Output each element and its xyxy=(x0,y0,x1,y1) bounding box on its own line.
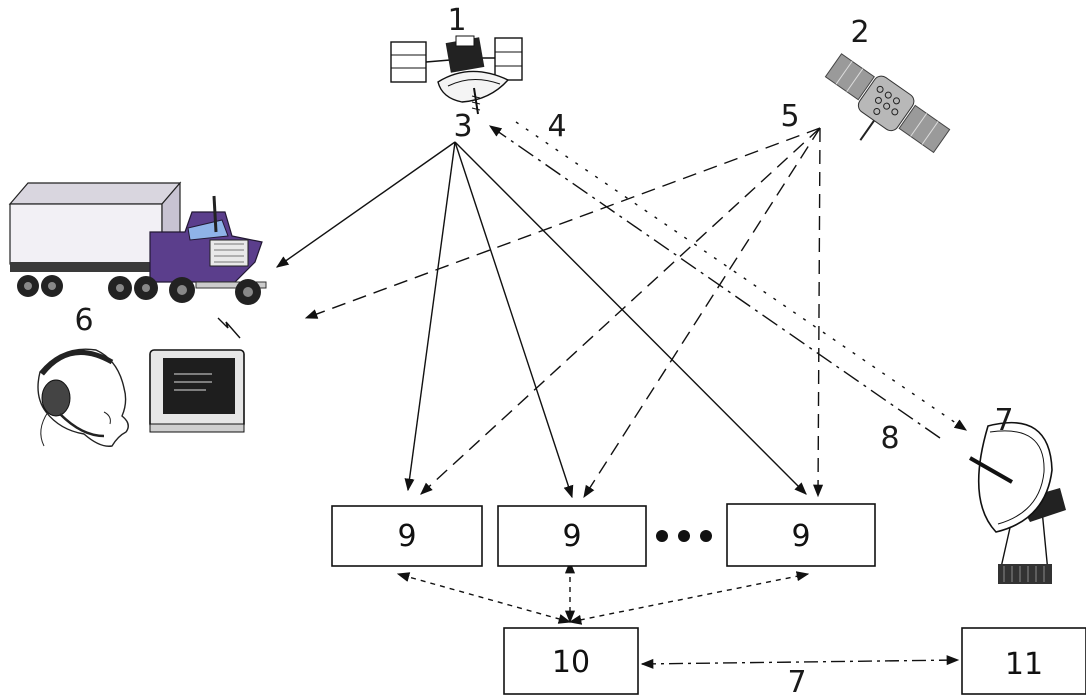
station-label: 9 xyxy=(791,519,810,554)
label-satellite-1: 1 xyxy=(447,3,466,38)
label-signal-5: 5 xyxy=(780,99,799,134)
satellite-1-icon xyxy=(390,35,523,115)
control-center-box: 10 xyxy=(503,627,639,695)
truck-icon xyxy=(8,181,267,305)
control-center-label: 10 xyxy=(552,645,590,680)
station-label: 9 xyxy=(562,519,581,554)
reference-station-1: 9 xyxy=(331,505,483,567)
wireless-signal-icon xyxy=(217,317,241,339)
label-satellite-2: 2 xyxy=(850,15,869,50)
computer-monitor-icon xyxy=(149,349,245,433)
reference-station-3: 9 xyxy=(726,503,876,567)
label-signal-4: 4 xyxy=(547,109,566,144)
signal-lines xyxy=(275,121,968,669)
station-label: 9 xyxy=(397,519,416,554)
reference-station-2: 9 xyxy=(497,505,647,567)
ellipsis-dots xyxy=(656,530,712,542)
label-antenna-7: 7 xyxy=(994,403,1013,438)
label-link-8: 8 xyxy=(880,421,899,456)
label-vehicle-6: 6 xyxy=(74,303,93,338)
dish-antenna-icon xyxy=(969,421,1066,584)
operator-headset-icon xyxy=(37,348,129,447)
label-signal-3: 3 xyxy=(453,109,472,144)
uplink-station-label: 11 xyxy=(1005,647,1043,682)
label-link-7: 7 xyxy=(787,665,806,698)
satellite-2-icon xyxy=(824,53,951,154)
uplink-station-box: 11 xyxy=(961,627,1086,695)
